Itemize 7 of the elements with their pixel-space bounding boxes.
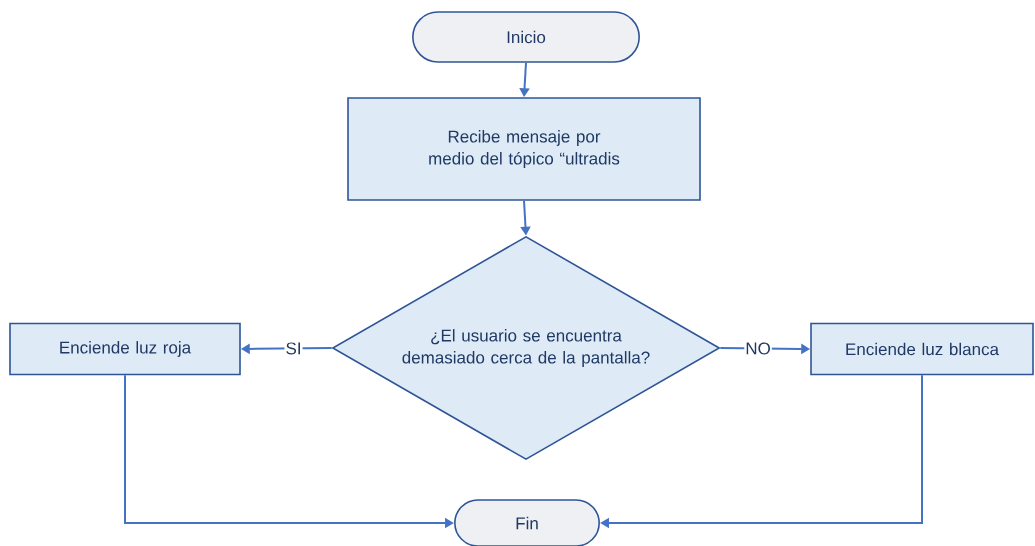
edge-label: SI [284,341,303,356]
edge-label: NO [744,341,772,356]
end-terminal: Fin [454,499,600,546]
process-box: Enciende luz blanca [810,322,1034,376]
start-terminal: Inicio [412,11,640,63]
process-box: Recibe mensaje por medio del tópico “ultradis [347,97,701,201]
process-box: Enciende luz roja [9,322,241,376]
